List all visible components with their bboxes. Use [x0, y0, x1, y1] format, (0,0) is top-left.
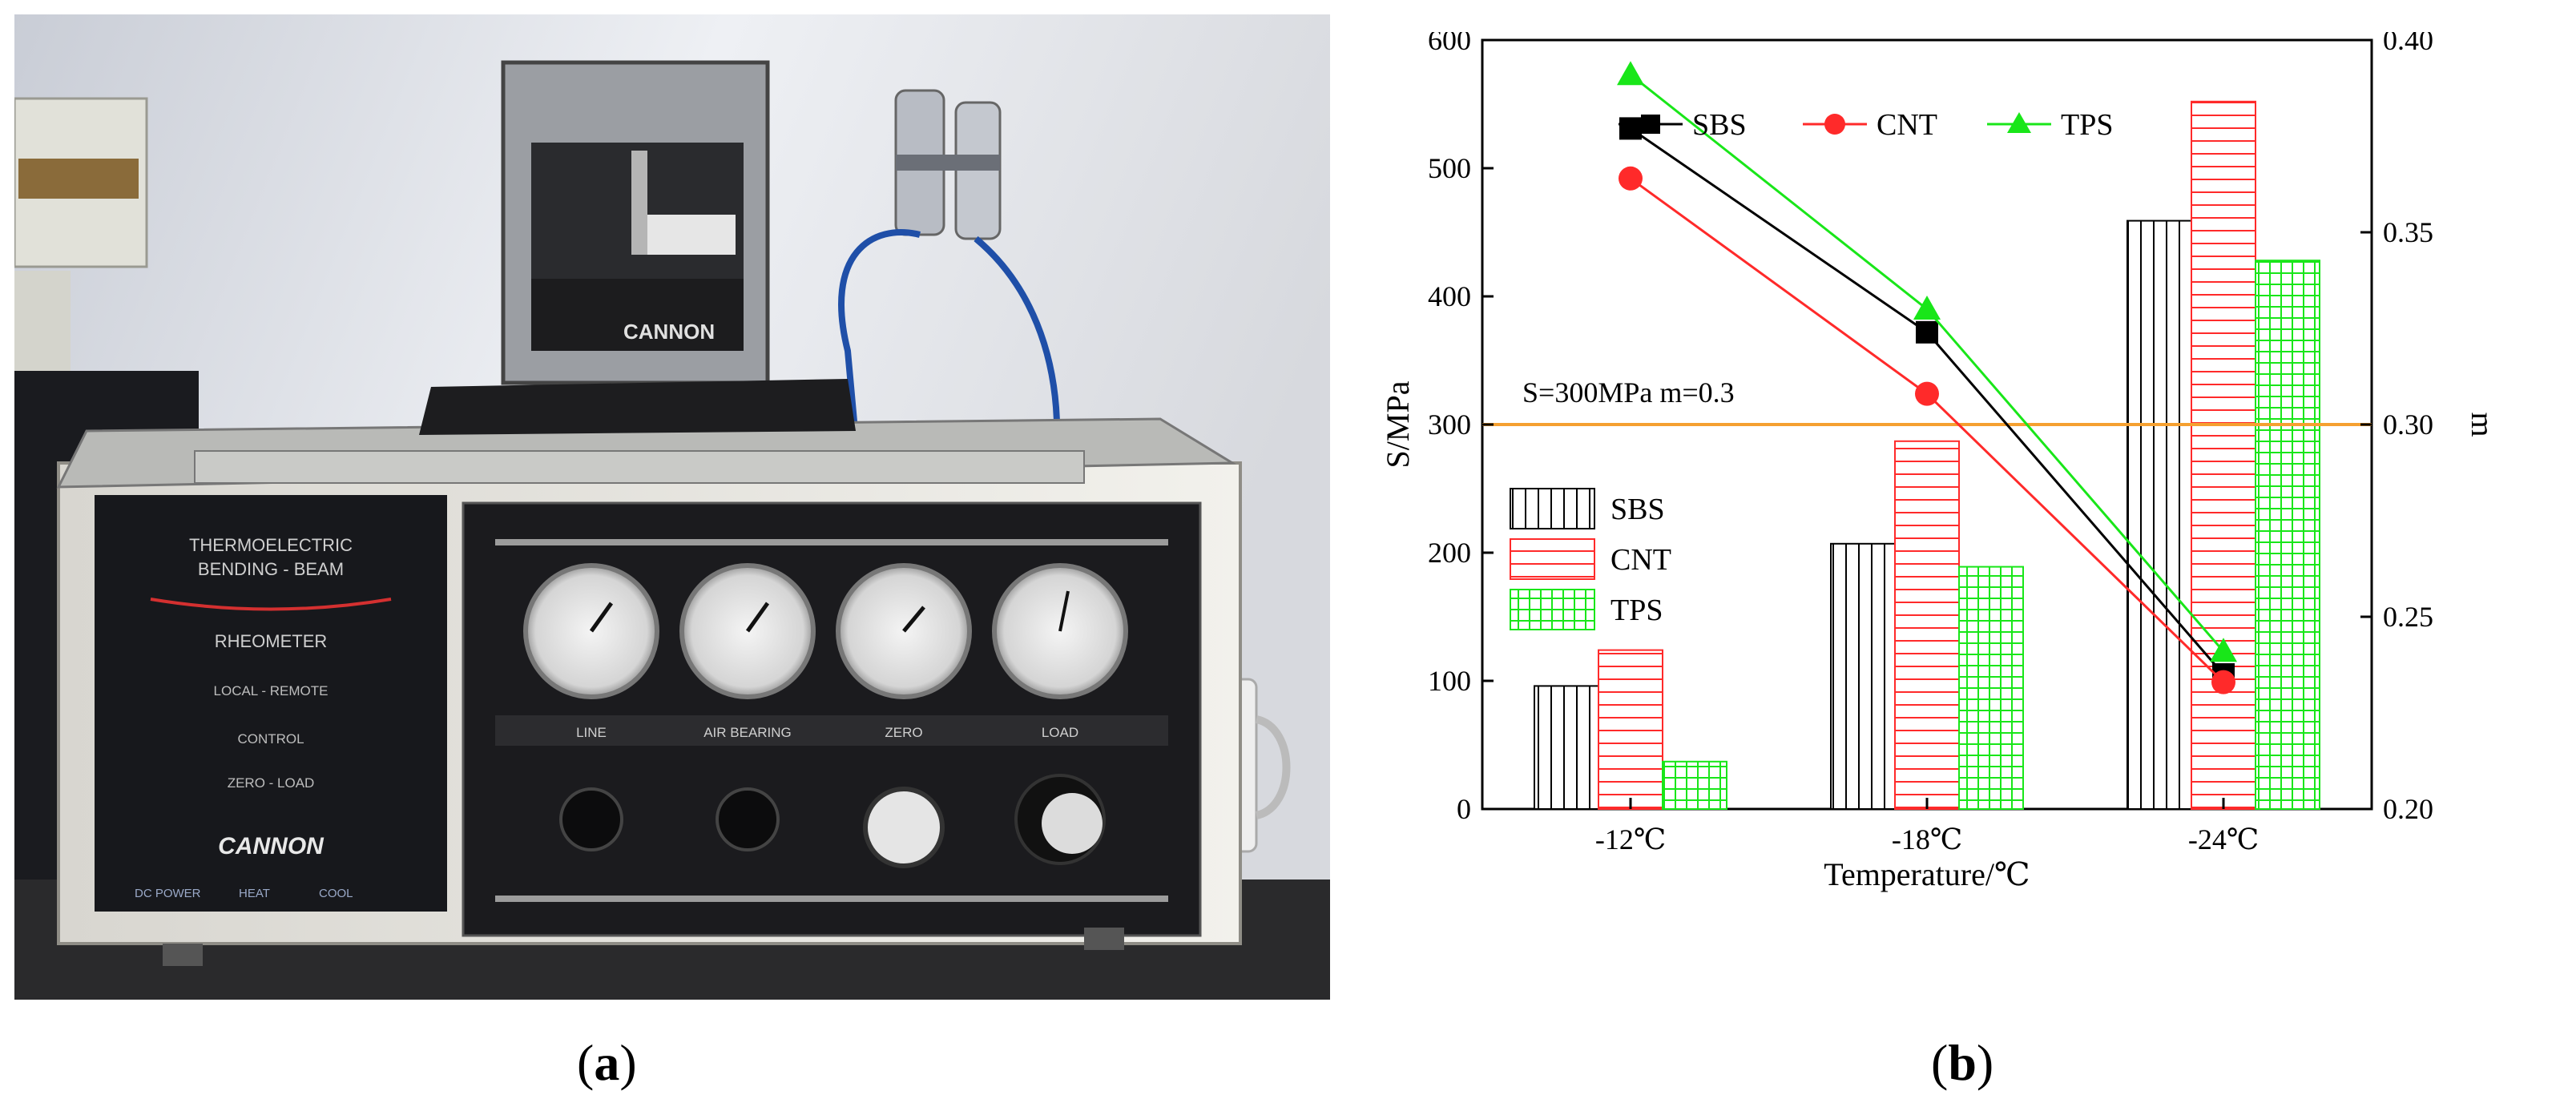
x-tick-label-1: -18℃: [1892, 823, 1962, 855]
left-control-panel: [95, 495, 447, 912]
y-axis-label: S/MPa: [1380, 380, 1416, 468]
bar-cnt-2: [2191, 100, 2256, 811]
caption-a: (a): [577, 1033, 637, 1093]
y2-tick-label-2: 0.30: [2383, 409, 2433, 441]
line-group: [1617, 61, 2237, 694]
bar-cnt-0: [1598, 649, 1663, 810]
x-axis-label: Temperature/℃: [1824, 856, 2030, 892]
axes-group: 0 100 200 300 400 500 600 0.20 0.25 0.30 0.35 0.40 -…: [1380, 32, 2501, 892]
x-tick-label-0: -12℃: [1595, 823, 1666, 855]
threshold-group: S=300MPa m=0.3: [1482, 376, 2372, 426]
gauge-label-air-bearing: AIR BEARING: [703, 725, 792, 740]
caption-b-open: (: [1931, 1034, 1949, 1091]
marker-sbs-1: [1916, 320, 1938, 344]
bar-tps-2: [2255, 260, 2320, 810]
panel-label-zero-load: ZERO - LOAD: [228, 775, 315, 791]
line-legend: SBS CNT TPS: [1619, 108, 2113, 142]
bar-tps-0: [1662, 760, 1727, 810]
caption-a-close: ): [619, 1034, 637, 1091]
marker-tps-0: [1617, 61, 1644, 86]
panel-text-line2: BENDING - BEAM: [198, 559, 344, 579]
marker-cnt-0: [1619, 166, 1643, 191]
y2-tick-label-0: 0.20: [2383, 793, 2433, 825]
marker-sbs-0: [1619, 117, 1642, 140]
gauge-label-zero: ZERO: [885, 725, 922, 740]
frame-brand-label: CANNON: [623, 320, 715, 344]
legend-swatch-sbs: [1510, 488, 1595, 529]
x-tick-label-2: -24℃: [2188, 823, 2259, 855]
bar-group: [1534, 100, 2320, 811]
legend-bar-label-sbs: SBS: [1611, 493, 1665, 526]
legend-marker-sbs: [1641, 115, 1660, 134]
y2-tick-label-1: 0.25: [2383, 601, 2433, 633]
bar-legend: SBS CNT TPS: [1510, 488, 1671, 630]
panel-brand-logo: CANNON: [218, 833, 325, 859]
panel-text-line1: THERMOELECTRIC: [189, 535, 353, 555]
y-tick-label-2: 200: [1428, 537, 1471, 569]
switch-label-heat: HEAT: [239, 887, 270, 900]
y-tick-label-5: 500: [1428, 152, 1471, 184]
legend-bar-label-tps: TPS: [1611, 594, 1663, 627]
legend-swatch-tps: [1510, 589, 1595, 630]
legend-bar-label-cnt: CNT: [1611, 543, 1671, 577]
panel-title: RHEOMETER: [215, 631, 328, 651]
caption-b-close: ): [1976, 1034, 1994, 1091]
caption-b: (b): [1931, 1033, 1993, 1093]
switch-label-dc-power: DC POWER: [135, 887, 201, 900]
control-knobs: [559, 774, 1106, 868]
threshold-label: S=300MPa m=0.3: [1522, 376, 1735, 409]
marker-tps-2: [2210, 638, 2237, 662]
load-frame: CANNON: [419, 60, 856, 435]
caption-a-letter: a: [594, 1034, 620, 1091]
y2-axis-label: m: [2465, 412, 2501, 437]
bar-tps-1: [1958, 566, 2024, 810]
panel-label-local-remote: LOCAL - REMOTE: [214, 683, 329, 698]
y-tick-label-1: 100: [1428, 665, 1471, 697]
legend-swatch-cnt: [1510, 538, 1595, 580]
panel-label-control: CONTROL: [237, 731, 304, 747]
marker-cnt-1: [1915, 381, 1939, 406]
rheometer-photo: CANNON THERMOELECTRIC BENDING - BEAM RHE…: [14, 14, 1330, 1000]
marker-tps-1: [1913, 296, 1941, 320]
y-tick-label-3: 300: [1428, 409, 1471, 441]
caption-a-open: (: [577, 1034, 595, 1091]
chart: S=300MPa m=0.3 0 100 200 300 400 500 600 0.20 0.…: [1380, 32, 2501, 892]
bar-sbs-0: [1534, 685, 1599, 811]
bar-sbs-1: [1830, 542, 1896, 810]
gauge-label-load: LOAD: [1042, 725, 1078, 740]
caption-b-letter: b: [1948, 1034, 1977, 1091]
y2-tick-label-3: 0.35: [2383, 216, 2433, 248]
legend-line-label-sbs: SBS: [1692, 108, 1747, 142]
pressure-gauges: [523, 563, 1128, 699]
marker-cnt-2: [2211, 670, 2235, 694]
y2-tick-label-4: 0.40: [2383, 32, 2433, 56]
legend-line-label-cnt: CNT: [1877, 108, 1937, 142]
y-tick-label-0: 0: [1457, 793, 1471, 825]
legend-marker-tps: [2007, 112, 2031, 133]
bar-sbs-2: [2127, 219, 2192, 811]
legend-line-label-tps: TPS: [2061, 108, 2113, 142]
bar-cnt-1: [1894, 440, 1960, 810]
gauge-label-line: LINE: [576, 725, 607, 740]
legend-marker-cnt: [1824, 114, 1845, 135]
switch-label-cool: COOL: [319, 887, 353, 900]
y-tick-label-4: 400: [1428, 280, 1471, 312]
y-tick-label-6: 600: [1428, 32, 1471, 56]
air-filter-regulator: [838, 89, 1061, 528]
